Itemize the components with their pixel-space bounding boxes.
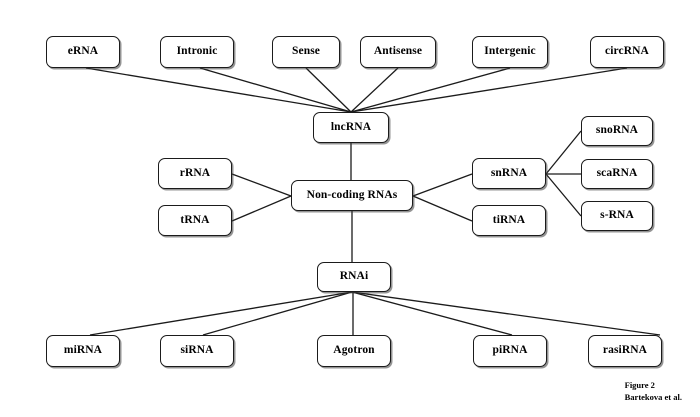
- node-label: rRNA: [179, 166, 211, 179]
- node-rnai[interactable]: RNAi: [317, 262, 391, 292]
- node-label: Intronic: [176, 45, 218, 58]
- figure-caption: Figure 2 Bartekova et al.: [625, 380, 682, 403]
- node-label: Agotron: [333, 344, 375, 357]
- node-rasirna[interactable]: rasiRNA: [588, 335, 662, 367]
- node-label: eRNA: [67, 45, 99, 58]
- node-intergenic[interactable]: Intergenic: [472, 36, 548, 68]
- node-label: miRNA: [63, 344, 103, 357]
- node-label: scaRNA: [596, 167, 638, 180]
- node-agotron[interactable]: Agotron: [317, 335, 391, 367]
- node-label: Antisense: [373, 45, 423, 58]
- node-label: RNAi: [339, 270, 369, 283]
- node-erna[interactable]: eRNA: [46, 36, 120, 68]
- node-label: snRNA: [490, 166, 528, 179]
- node-sense[interactable]: Sense: [272, 36, 340, 68]
- node-snrna[interactable]: snRNA: [472, 158, 546, 189]
- node-circrna[interactable]: circRNA: [590, 36, 664, 68]
- node-intronic[interactable]: Intronic: [160, 36, 234, 68]
- node-antisense[interactable]: Antisense: [360, 36, 436, 68]
- node-non-coding-rnas[interactable]: Non-coding RNAs: [291, 180, 413, 211]
- node-mirna[interactable]: miRNA: [46, 335, 120, 367]
- node-s-rna[interactable]: s-RNA: [581, 201, 653, 231]
- node-scarna[interactable]: scaRNA: [581, 159, 653, 189]
- node-trna[interactable]: tRNA: [158, 205, 232, 236]
- node-label: siRNA: [180, 344, 214, 357]
- node-label: circRNA: [605, 45, 649, 58]
- node-label: tRNA: [180, 213, 210, 226]
- node-sirna[interactable]: siRNA: [160, 335, 234, 367]
- node-label: s-RNA: [600, 209, 634, 222]
- node-label: piRNA: [492, 344, 528, 357]
- figure-caption-number: Figure 2: [624, 380, 655, 391]
- node-lncrna[interactable]: lncRNA: [313, 112, 389, 143]
- node-label: rasiRNA: [602, 344, 648, 357]
- node-label: Sense: [292, 45, 320, 58]
- node-label: snoRNA: [595, 124, 639, 137]
- node-rrna[interactable]: rRNA: [158, 158, 232, 189]
- node-tirna[interactable]: tiRNA: [472, 205, 546, 236]
- node-pirna[interactable]: piRNA: [473, 335, 547, 367]
- node-snorna[interactable]: snoRNA: [581, 116, 653, 146]
- node-label: Intergenic: [484, 45, 536, 58]
- node-label: tiRNA: [492, 213, 526, 226]
- figure-caption-authors: Bartekova et al.: [624, 391, 682, 402]
- node-label: Non-coding RNAs: [306, 188, 398, 201]
- node-label: lncRNA: [330, 120, 372, 133]
